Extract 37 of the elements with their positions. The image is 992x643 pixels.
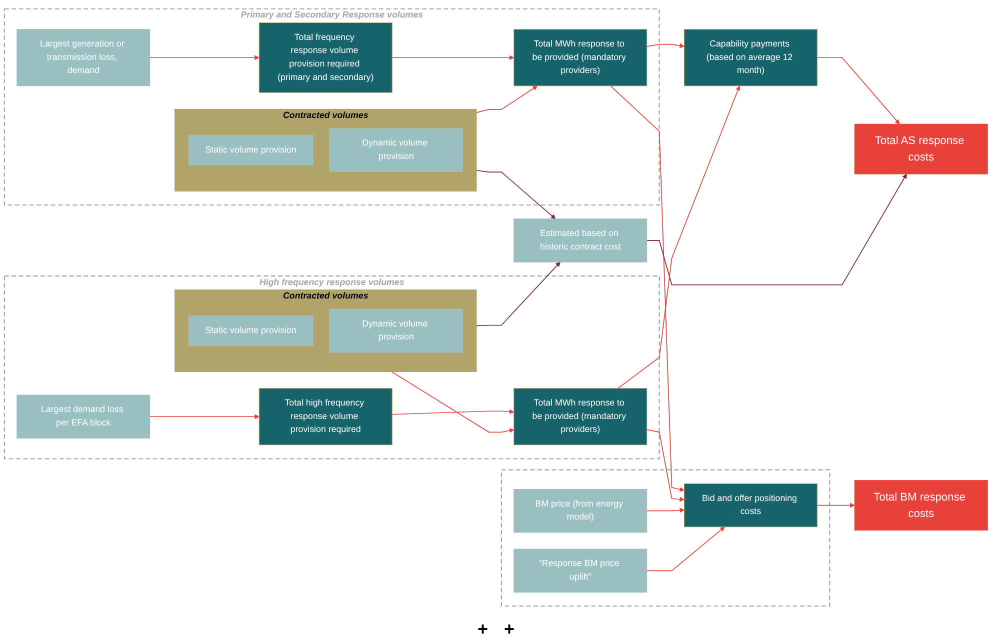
- node-box: Total high frequency response volume provision required: [258, 388, 392, 446]
- node-box: Total BM response costs: [854, 480, 988, 530]
- arrow: [646, 429, 684, 502]
- arrow: [646, 43, 684, 48]
- arrow: [476, 262, 560, 326]
- arrow: [149, 414, 260, 420]
- node-box: Dynamic volume provision: [329, 128, 463, 172]
- arrow: [476, 86, 538, 113]
- node-box: Total MWh response to be provided (mandatory providers): [514, 29, 648, 86]
- arrow: [646, 526, 725, 572]
- node-box: Bid and offer positioning costs: [684, 483, 818, 528]
- node-box: Dynamic volume provision: [329, 308, 463, 353]
- node-box: Total AS response costs: [854, 124, 988, 174]
- arrow: [646, 174, 907, 286]
- arrow: [610, 85, 684, 492]
- node-box: Capability payments (based on average 12 month): [684, 29, 818, 86]
- node-box: Estimated based on historic contract cost: [514, 218, 648, 262]
- arrow: [476, 170, 556, 220]
- arrow: [392, 409, 514, 415]
- plus-sign: +: [477, 618, 488, 640]
- node-box: BM price (from energy model): [514, 488, 648, 533]
- arrow: [646, 508, 684, 513]
- arrow: [149, 55, 260, 60]
- arrow: [618, 86, 740, 389]
- node-box: Static volume provision: [188, 316, 314, 346]
- node-box: Static volume provision: [188, 134, 314, 166]
- plus-sign: +: [504, 618, 515, 640]
- arrow: [816, 57, 900, 124]
- arrow: [816, 502, 855, 508]
- cluster: [500, 469, 830, 607]
- node-box: Total frequency response volume provision required (primary and secondary): [258, 22, 392, 93]
- arrow: [392, 55, 514, 60]
- node-box: Largest generation or transmission loss, demand: [16, 29, 150, 86]
- arrow: [391, 371, 514, 433]
- node-box: Total MWh response to be provided (mandatory providers): [514, 388, 648, 446]
- node-box: “Response BM price uplift”: [514, 548, 648, 593]
- node-box: Largest demand loss per EFA block: [16, 394, 150, 439]
